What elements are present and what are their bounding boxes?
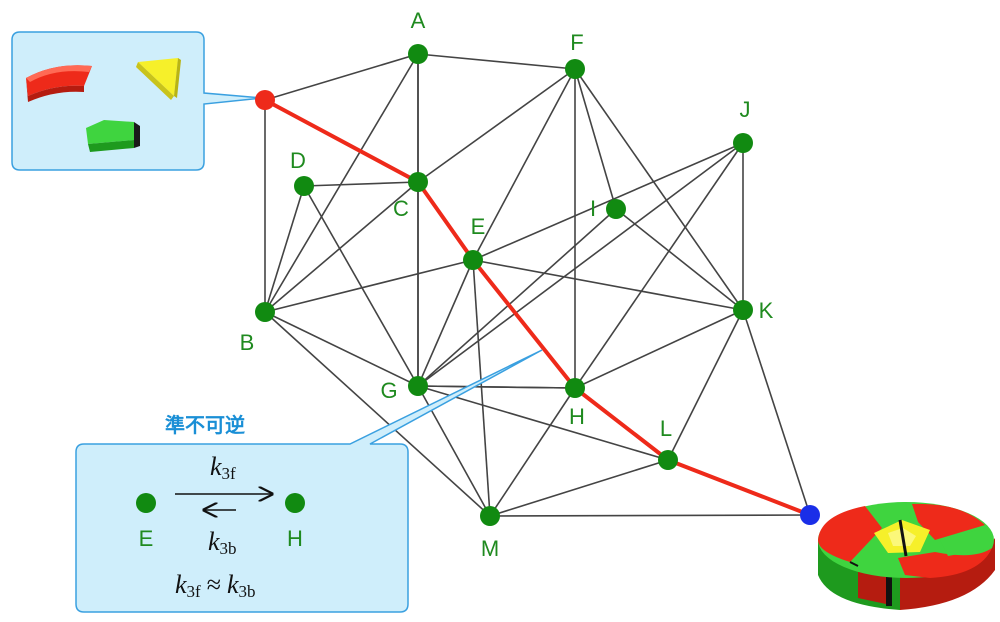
node-label-h: H bbox=[569, 404, 585, 429]
edge-s-a bbox=[264, 53, 419, 101]
edge-i-k bbox=[615, 208, 744, 311]
node-h bbox=[565, 378, 585, 398]
red-fragment-icon bbox=[26, 65, 92, 102]
node-label-d: D bbox=[290, 148, 306, 173]
end-node bbox=[800, 505, 820, 525]
folding-pathway bbox=[264, 98, 811, 517]
edge-d-c bbox=[303, 181, 419, 187]
edge-j-e bbox=[472, 142, 744, 261]
callout-title: 準不可逆 bbox=[165, 413, 245, 437]
edge-e-b bbox=[264, 259, 474, 313]
backward-rate-label: k3b bbox=[208, 527, 237, 558]
rate-relation: k3f≈k3b bbox=[175, 570, 256, 601]
start-node bbox=[255, 90, 275, 110]
edge-m-l bbox=[489, 459, 669, 517]
edge-h-m bbox=[489, 387, 576, 517]
quasi-irreversible-callout: 準不可逆 E H k3f k3b k3f≈k3b bbox=[75, 349, 543, 613]
node-label-e: E bbox=[471, 214, 486, 239]
edge-c-b bbox=[264, 181, 419, 313]
edge-m-t bbox=[489, 514, 811, 517]
edge-b-g bbox=[264, 311, 419, 387]
node-label-f: F bbox=[570, 30, 583, 55]
yellow-fragment-icon bbox=[136, 58, 181, 100]
callout-node-h bbox=[285, 493, 305, 513]
edge-g-h bbox=[417, 385, 576, 389]
node-label-i: I bbox=[590, 196, 596, 221]
edge-f-e bbox=[472, 68, 576, 261]
node-label-j: J bbox=[740, 97, 751, 122]
callout-box bbox=[75, 349, 543, 613]
node-label-g: G bbox=[380, 378, 397, 403]
edge-a-b bbox=[264, 53, 419, 313]
node-f bbox=[565, 59, 585, 79]
edge-j-g bbox=[417, 142, 744, 387]
node-c bbox=[408, 172, 428, 192]
edge-i-g bbox=[417, 208, 617, 387]
network-edges bbox=[264, 53, 811, 517]
node-labels: A B C D E F G H I J K L M bbox=[240, 8, 774, 561]
folded-ring-icon bbox=[818, 502, 995, 610]
node-k bbox=[733, 300, 753, 320]
node-label-c: C bbox=[393, 196, 409, 221]
unfolded-callout-box bbox=[11, 31, 263, 171]
edge-f-i bbox=[574, 68, 617, 210]
node-e bbox=[463, 250, 483, 270]
edge-a-f bbox=[417, 53, 576, 70]
node-j bbox=[733, 133, 753, 153]
edge-g-l bbox=[417, 385, 669, 461]
callout-node-h-label: H bbox=[287, 526, 303, 551]
edge-k-t bbox=[742, 309, 811, 516]
node-a bbox=[408, 44, 428, 64]
unfolded-state-callout bbox=[11, 31, 263, 171]
edge-f-c bbox=[417, 68, 576, 183]
network-nodes bbox=[255, 44, 753, 526]
edge-d-g bbox=[303, 185, 419, 387]
green-fragment-icon bbox=[86, 120, 140, 152]
edge-k-l bbox=[667, 309, 744, 461]
edge-b-m bbox=[264, 311, 491, 517]
node-label-a: A bbox=[411, 8, 426, 33]
edge-k-h bbox=[574, 309, 744, 389]
node-b bbox=[255, 302, 275, 322]
edge-e-m bbox=[472, 259, 491, 517]
node-g bbox=[408, 376, 428, 396]
node-i bbox=[606, 199, 626, 219]
node-l bbox=[658, 450, 678, 470]
node-m bbox=[480, 506, 500, 526]
edge-e-k bbox=[472, 259, 744, 311]
forward-rate-label: k3f bbox=[210, 452, 236, 483]
edge-e-g bbox=[417, 259, 474, 387]
node-label-b: B bbox=[240, 330, 255, 355]
edge-j-h bbox=[574, 142, 744, 389]
node-label-l: L bbox=[660, 416, 672, 441]
callout-node-e-label: E bbox=[139, 526, 154, 551]
edge-d-b bbox=[264, 185, 305, 313]
callout-node-e bbox=[136, 493, 156, 513]
edge-f-k bbox=[574, 68, 744, 311]
node-label-k: K bbox=[759, 298, 774, 323]
node-label-m: M bbox=[481, 536, 499, 561]
node-d bbox=[294, 176, 314, 196]
